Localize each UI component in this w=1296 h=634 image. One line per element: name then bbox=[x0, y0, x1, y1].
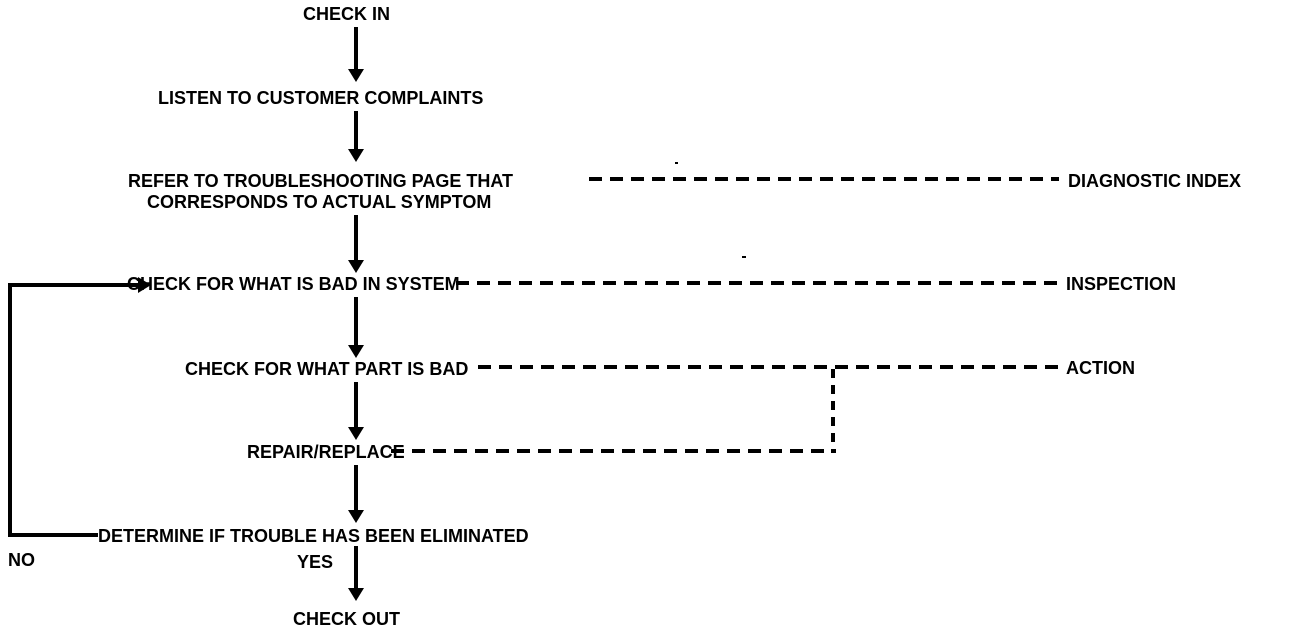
loop-bottom-line bbox=[8, 533, 98, 537]
flow-line-7 bbox=[354, 546, 358, 588]
flow-arrowhead-2-icon bbox=[348, 149, 364, 162]
dashed-connector-inspection bbox=[456, 281, 1060, 285]
flow-arrowhead-7-icon bbox=[348, 588, 364, 601]
flow-line-1 bbox=[354, 27, 358, 70]
flow-arrowhead-3-icon bbox=[348, 260, 364, 273]
scan-artifact-dot bbox=[675, 162, 678, 164]
node-repair-replace: REPAIR/REPLACE bbox=[247, 442, 405, 462]
flow-arrowhead-4-icon bbox=[348, 345, 364, 358]
side-label-action: ACTION bbox=[1066, 358, 1135, 378]
flow-line-4 bbox=[354, 297, 358, 345]
loop-top-line bbox=[8, 283, 138, 287]
dashed-connector-action bbox=[478, 365, 1058, 369]
loop-arrowhead-icon bbox=[138, 277, 151, 293]
yes-branch-label: YES bbox=[297, 552, 334, 572]
flow-line-6 bbox=[354, 465, 358, 510]
node-determine-eliminated: DETERMINE IF TROUBLE HAS BEEN ELIMINATED bbox=[98, 526, 529, 546]
node-check-in: CHECK IN bbox=[303, 4, 391, 24]
dashed-branch-action-to-repair bbox=[831, 369, 835, 453]
dashed-connector-diagnostic-index bbox=[589, 177, 1059, 181]
loop-vertical-line bbox=[8, 283, 12, 535]
flow-line-3 bbox=[354, 215, 358, 260]
node-listen-complaints: LISTEN TO CUSTOMER COMPLAINTS bbox=[158, 88, 484, 108]
node-check-out: CHECK OUT bbox=[293, 609, 400, 629]
flow-arrowhead-1-icon bbox=[348, 69, 364, 82]
node-check-system: CHECK FOR WHAT IS BAD IN SYSTEM bbox=[127, 274, 460, 294]
flow-arrowhead-5-icon bbox=[348, 427, 364, 440]
dashed-connector-repair bbox=[391, 449, 836, 453]
flow-line-2 bbox=[354, 111, 358, 149]
node-refer-troubleshooting-line1: REFER TO TROUBLESHOOTING PAGE THAT bbox=[128, 171, 514, 191]
flow-line-5 bbox=[354, 382, 358, 427]
node-check-part: CHECK FOR WHAT PART IS BAD bbox=[185, 359, 469, 379]
flow-arrowhead-6-icon bbox=[348, 510, 364, 523]
side-label-inspection: INSPECTION bbox=[1066, 274, 1177, 294]
node-refer-troubleshooting-line2: CORRESPONDS TO ACTUAL SYMPTOM bbox=[147, 192, 492, 212]
side-label-diagnostic-index: DIAGNOSTIC INDEX bbox=[1068, 171, 1242, 191]
no-branch-label: NO bbox=[8, 550, 35, 570]
scan-artifact-dot bbox=[742, 256, 746, 258]
